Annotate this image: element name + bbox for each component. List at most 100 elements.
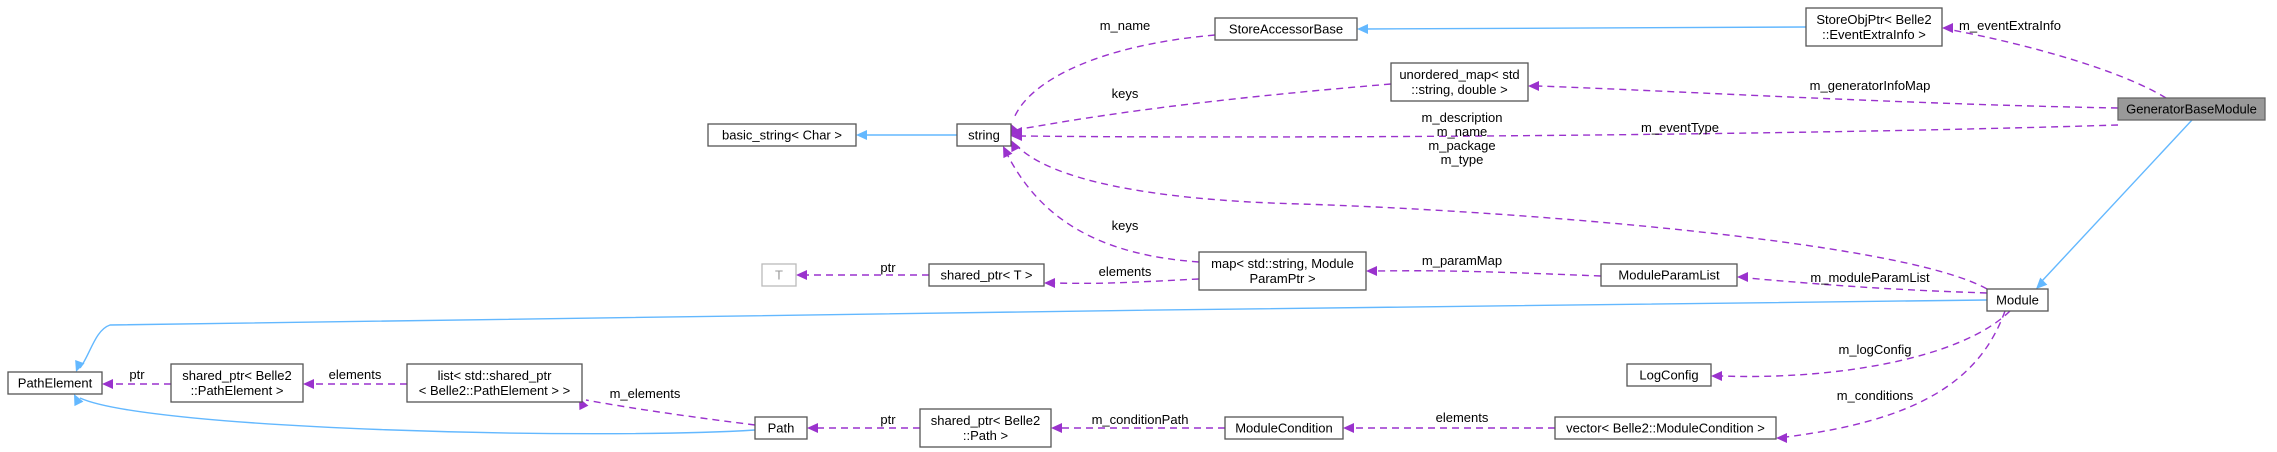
class-node-label: Path	[768, 421, 795, 436]
usage-edge: ptr	[102, 367, 171, 389]
class-node-shared-ptr-path-element[interactable]: shared_ptr< Belle2::PathElement >	[170, 363, 304, 403]
class-node-store-accessor-base[interactable]: StoreAccessorBase	[1214, 17, 1358, 41]
class-node-label: PathElement	[18, 376, 93, 391]
class-node-label: shared_ptr< T >	[940, 268, 1032, 283]
class-node-shared-ptr-t[interactable]: shared_ptr< T >	[928, 263, 1045, 287]
class-node-label: ModuleCondition	[1235, 421, 1333, 436]
edge-label-ptr-path-element: ptr	[129, 367, 145, 382]
edge-label-m-event-extra-info: m_eventExtraInfo	[1959, 18, 2061, 33]
class-node-string[interactable]: string	[956, 123, 1012, 147]
usage-edge: m_paramMap	[1366, 253, 1602, 277]
class-node-label: LogConfig	[1639, 368, 1698, 383]
usage-edge: m_generatorInfoMap	[1528, 78, 2119, 109]
class-node-module-condition[interactable]: ModuleCondition	[1224, 416, 1344, 440]
inheritance-edge	[74, 394, 756, 435]
edge-label-keys-map: keys	[1112, 218, 1139, 233]
edge-label-m-elements: m_elements	[610, 386, 681, 401]
usage-edge: m_logConfig	[1711, 310, 2011, 381]
usage-arrowhead	[1711, 371, 1722, 381]
usage-edge: elements	[1343, 410, 1555, 433]
class-node-label: ModuleParamList	[1618, 268, 1720, 283]
edge-label-m-generator-info-map: m_generatorInfoMap	[1810, 78, 1931, 93]
edge-label-elements-list: elements	[329, 367, 382, 382]
class-node-label: StoreAccessorBase	[1229, 22, 1343, 37]
usage-arrowhead	[1011, 140, 1021, 153]
usage-edge: m_conditions	[1776, 310, 2006, 443]
class-node-basic-string[interactable]: basic_string< Char >	[707, 123, 857, 147]
inheritance-edge	[1357, 24, 1807, 34]
class-node-label: string	[968, 128, 1000, 143]
usage-arrowhead	[1044, 278, 1055, 288]
edge-label-m-module-param-list: m_moduleParamList	[1810, 270, 1930, 285]
class-node-label: list< std::shared_ptr< Belle2::PathEleme…	[419, 368, 570, 398]
edge-label-m-conditions: m_conditions	[1837, 388, 1914, 403]
inheritance-edge	[75, 299, 1988, 372]
inheritance-edge	[856, 130, 957, 140]
class-node-label: shared_ptr< Belle2::PathElement >	[182, 368, 292, 398]
inheritance-arrowhead	[1357, 24, 1368, 34]
edge-label-ptr-t: ptr	[880, 260, 896, 275]
class-node-label: T	[775, 268, 783, 283]
usage-arrowhead	[303, 379, 314, 389]
class-node-generator-base-module[interactable]: GeneratorBaseModule	[2117, 97, 2266, 121]
usage-edge: elements	[303, 367, 407, 389]
usage-edge: ptr	[807, 412, 920, 433]
usage-arrowhead	[102, 379, 113, 389]
usage-arrowhead	[807, 423, 818, 433]
edge-label-m-condition-path: m_conditionPath	[1092, 412, 1189, 427]
usage-edge: m_moduleParamList	[1737, 270, 1988, 294]
inheritance-edge	[2036, 119, 2193, 289]
edge-label-elements-vector: elements	[1436, 410, 1489, 425]
usage-arrowhead	[1343, 423, 1354, 433]
class-node-label: shared_ptr< Belle2::Path >	[931, 413, 1041, 443]
class-node-path[interactable]: Path	[754, 416, 808, 440]
usage-arrowhead	[1366, 266, 1377, 276]
usage-arrowhead	[1011, 131, 1022, 141]
usage-edge: m_elements	[579, 386, 756, 426]
class-node-vector-module-condition[interactable]: vector< Belle2::ModuleCondition >	[1554, 416, 1777, 440]
class-node-label: GeneratorBaseModule	[2126, 102, 2257, 117]
class-node-label: vector< Belle2::ModuleCondition >	[1566, 421, 1765, 436]
inheritance-arrowhead	[856, 130, 867, 140]
usage-edge: elements	[1044, 264, 1200, 288]
class-node-module-param-list[interactable]: ModuleParamList	[1600, 263, 1738, 287]
usage-edge: m_name	[1011, 18, 1216, 137]
class-node-label: basic_string< Char >	[722, 128, 842, 143]
usage-edge: m_eventType	[1011, 120, 2119, 141]
class-node-path-element[interactable]: PathElement	[7, 371, 103, 395]
usage-edge: ptr	[796, 260, 929, 280]
class-node-shared-ptr-path[interactable]: shared_ptr< Belle2::Path >	[919, 408, 1052, 448]
usage-arrowhead	[1942, 23, 1953, 33]
usage-edge: keys	[1003, 146, 1200, 263]
usage-arrowhead	[796, 270, 807, 280]
usage-arrowhead	[1003, 146, 1013, 159]
usage-arrowhead	[1776, 433, 1787, 443]
inheritance-arrowhead	[2036, 277, 2048, 289]
class-node-log-config[interactable]: LogConfig	[1626, 363, 1712, 387]
class-node-unordered-map[interactable]: unordered_map< std::string, double >	[1390, 62, 1529, 102]
edge-label-m-name: m_name	[1100, 18, 1151, 33]
usage-edge: keys	[1011, 83, 1392, 137]
class-node-t[interactable]: T	[761, 263, 797, 287]
edge-label-ptr-path: ptr	[880, 412, 896, 427]
usage-edge: m_conditionPath	[1051, 412, 1225, 433]
class-node-list-path-element[interactable]: list< std::shared_ptr< Belle2::PathEleme…	[406, 363, 583, 403]
edge-label-m-event-type: m_eventType	[1641, 120, 1719, 135]
class-node-module[interactable]: Module	[1986, 288, 2049, 312]
inheritance-arrowhead	[75, 359, 85, 372]
class-node-store-obj-ptr[interactable]: StoreObjPtr< Belle2::EventExtraInfo >	[1805, 7, 1943, 47]
usage-arrowhead	[1528, 81, 1539, 91]
edge-label-m-param-map: m_paramMap	[1422, 253, 1502, 268]
usage-arrowhead	[1051, 423, 1062, 433]
class-node-label: StoreObjPtr< Belle2::EventExtraInfo >	[1816, 12, 1931, 42]
edge-label-keys-unordered: keys	[1112, 86, 1139, 101]
usage-arrowhead	[1737, 272, 1748, 282]
class-node-label: Module	[1996, 293, 2039, 308]
inheritance-arrowhead	[74, 394, 84, 407]
class-node-label: unordered_map< std::string, double >	[1399, 67, 1519, 97]
